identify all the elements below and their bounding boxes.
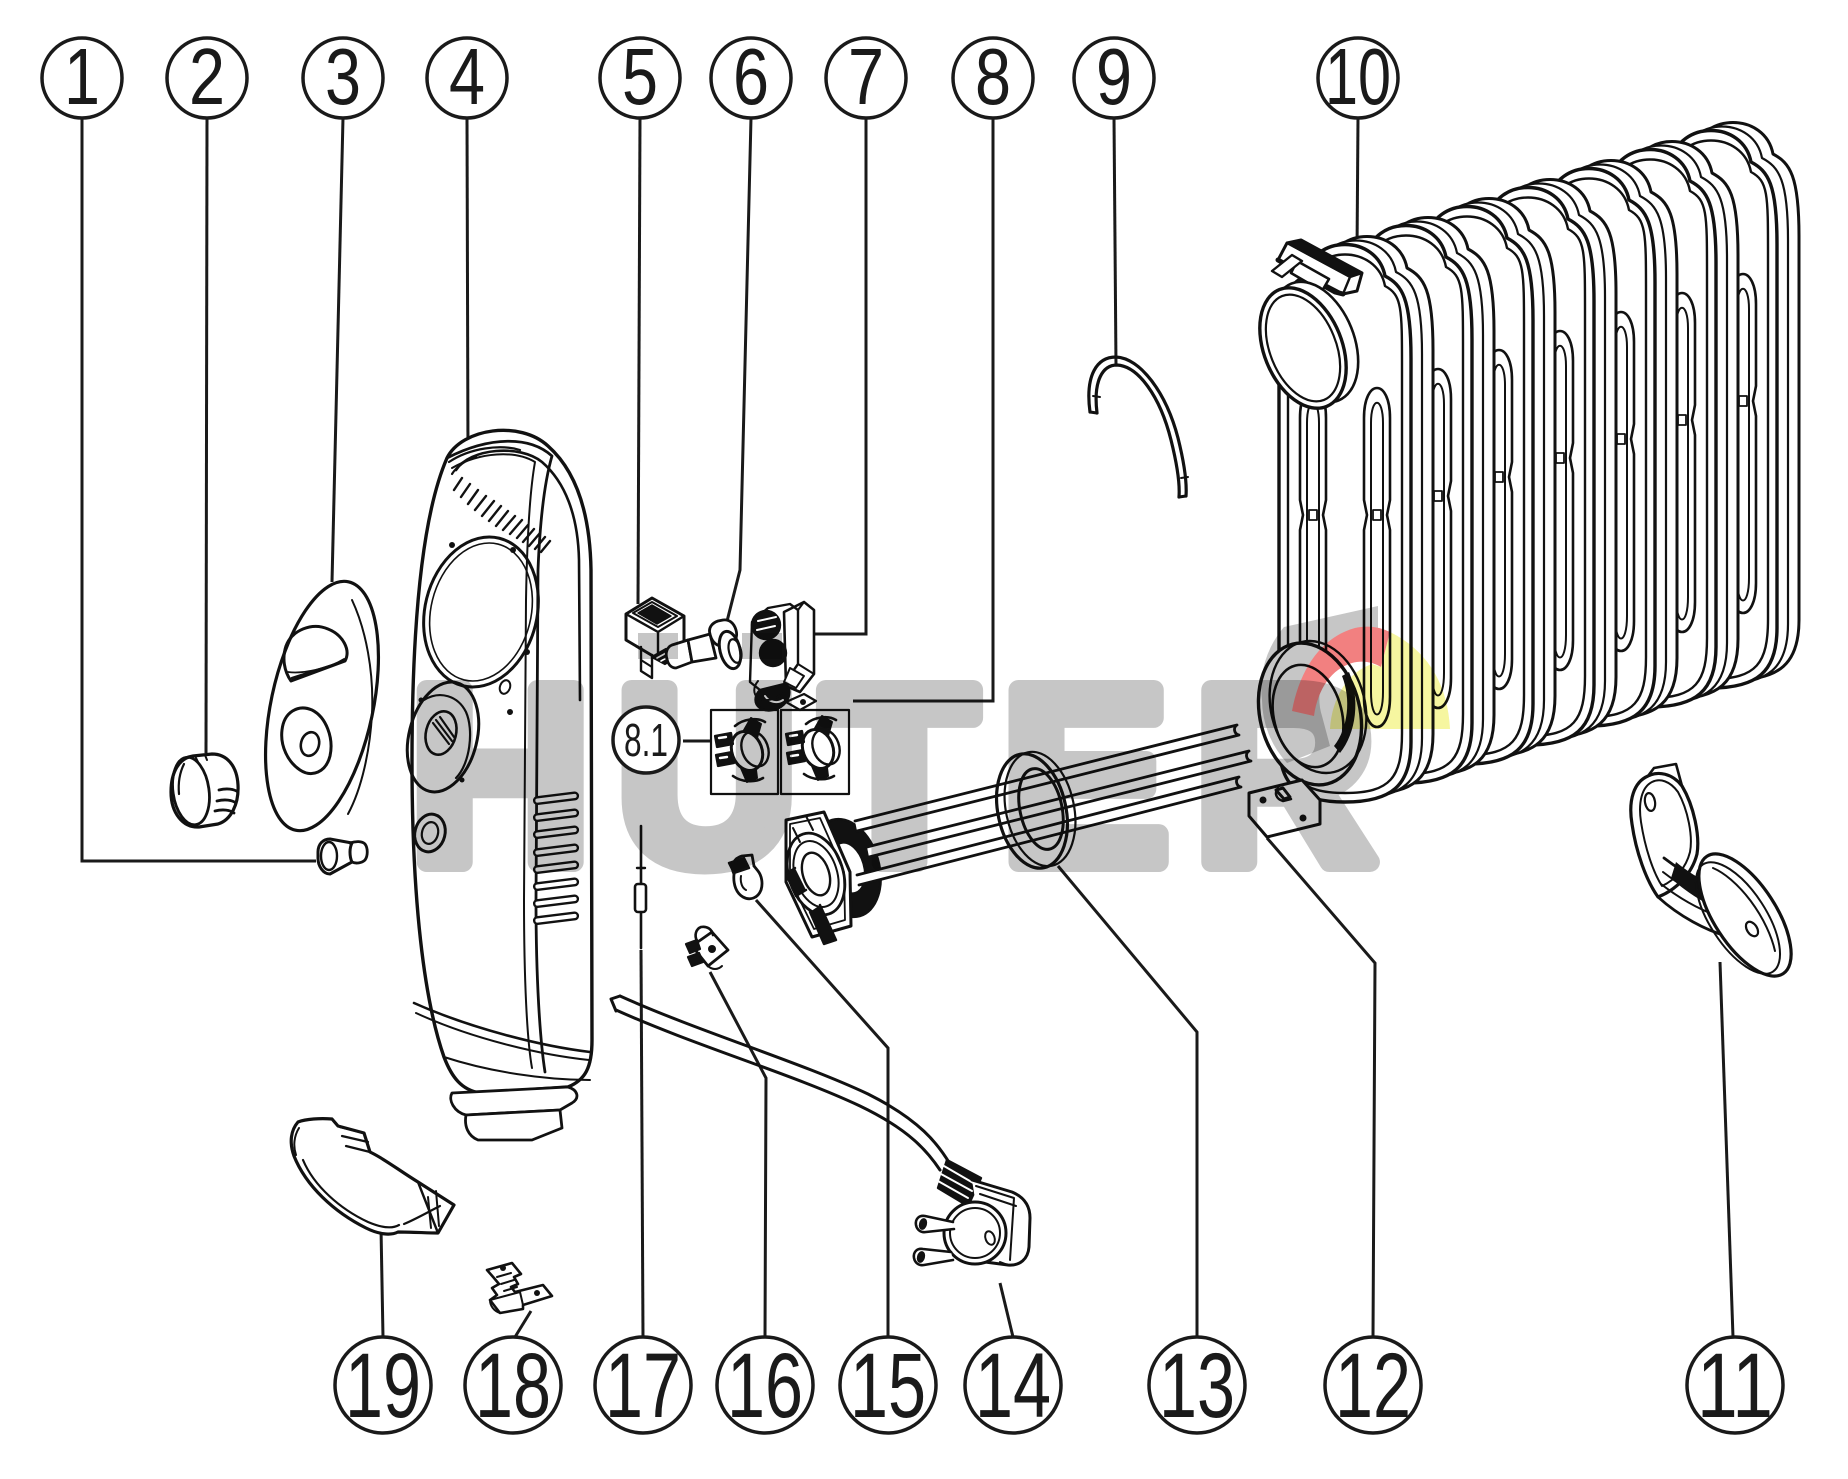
svg-text:4: 4 [449,32,485,121]
svg-text:9: 9 [1096,32,1132,121]
svg-text:18: 18 [475,1335,551,1437]
svg-text:16: 16 [727,1335,803,1437]
svg-text:HUTER: HUTER [410,636,1401,915]
svg-text:8: 8 [975,32,1011,121]
svg-text:11: 11 [1697,1335,1773,1437]
svg-text:15: 15 [850,1335,926,1437]
svg-text:13: 13 [1159,1335,1235,1437]
svg-text:3: 3 [325,32,361,121]
svg-text:10: 10 [1325,32,1391,121]
svg-text:19: 19 [345,1335,421,1437]
svg-text:1: 1 [64,32,100,121]
svg-text:2: 2 [189,32,225,121]
svg-text:8.1: 8.1 [624,714,668,766]
svg-text:5: 5 [622,32,658,121]
svg-text:14: 14 [975,1335,1051,1437]
svg-text:6: 6 [733,32,769,121]
svg-text:7: 7 [848,32,884,121]
svg-text:12: 12 [1335,1335,1411,1437]
svg-text:17: 17 [605,1335,681,1437]
